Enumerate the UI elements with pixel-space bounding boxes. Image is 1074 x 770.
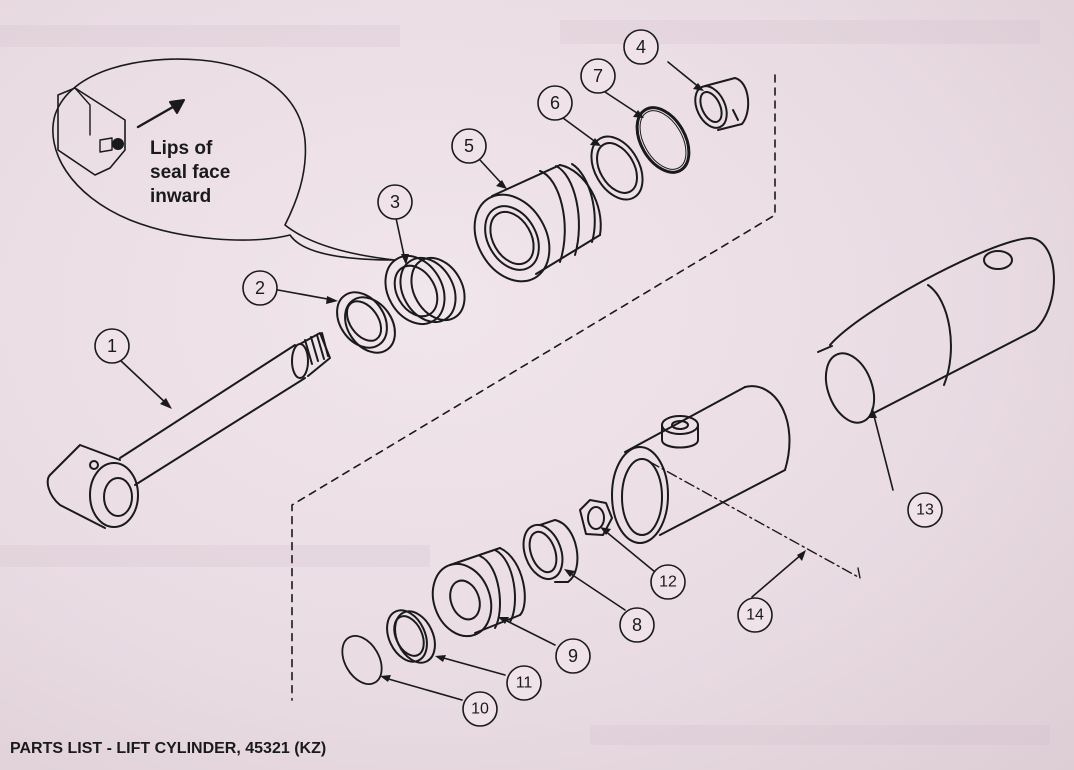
label-6: 6 — [550, 93, 560, 113]
inward-arrow-icon — [136, 99, 185, 129]
small-seal-part — [336, 291, 396, 354]
piston-part — [431, 547, 526, 638]
leader-arrowheads — [160, 83, 877, 682]
parts-list-caption: PARTS LIST - LIFT CYLINDER, 45321 (KZ) — [10, 740, 327, 757]
piston-seal-part — [386, 609, 436, 664]
gland-part — [473, 163, 602, 283]
label-circles — [94, 29, 943, 727]
bushing-part — [694, 77, 750, 131]
seal-orientation-note: Lips of seal face inward — [150, 137, 280, 209]
seal-section-icon — [57, 87, 126, 176]
label-numbers: 1 2 3 4 5 6 7 8 9 10 11 12 13 14 — [107, 37, 934, 718]
note-line-2: seal face — [150, 162, 231, 183]
label-3: 3 — [390, 192, 400, 212]
assembly-guide-line — [291, 74, 776, 701]
label-10: 10 — [471, 701, 489, 718]
label-5: 5 — [464, 136, 474, 156]
label-14: 14 — [746, 607, 764, 624]
spacer-part — [522, 519, 579, 583]
leader-lines — [119, 61, 894, 701]
label-4: 4 — [636, 37, 646, 57]
note-line-1: Lips of — [150, 138, 213, 159]
label-13: 13 — [916, 502, 934, 519]
label-2: 2 — [255, 278, 265, 298]
label-1: 1 — [107, 336, 117, 356]
label-12: 12 — [659, 574, 677, 591]
label-11: 11 — [516, 675, 533, 692]
o-ring-part — [341, 635, 383, 685]
callout-bubble — [52, 58, 396, 261]
bleed-through-text — [0, 20, 1050, 745]
wire-ring-part — [635, 106, 691, 174]
wiper-seal-part — [384, 255, 466, 325]
label-8: 8 — [632, 615, 642, 635]
label-7: 7 — [593, 66, 603, 86]
rod-part — [46, 332, 331, 529]
flat-ring-part — [590, 135, 644, 201]
nut-part — [579, 499, 613, 536]
cylinder-barrel-part — [611, 385, 861, 579]
note-line-3: inward — [150, 186, 212, 207]
tube-part — [817, 237, 1055, 424]
label-9: 9 — [568, 646, 578, 666]
